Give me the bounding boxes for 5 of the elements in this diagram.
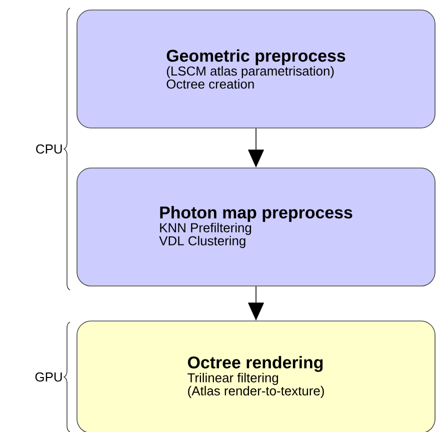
group-label: CPU [36,144,62,154]
process-box: Geometric preprocess (LSCM atlas parametrisation) Octree creation [76,10,436,128]
process-box: Photon map preprocess KNN Prefiltering VDL Clustering [76,168,436,286]
process-box: Octree rendering Trilinear filtering (Atlas render-to-texture) [76,320,436,432]
group-label: GPU [35,372,62,382]
